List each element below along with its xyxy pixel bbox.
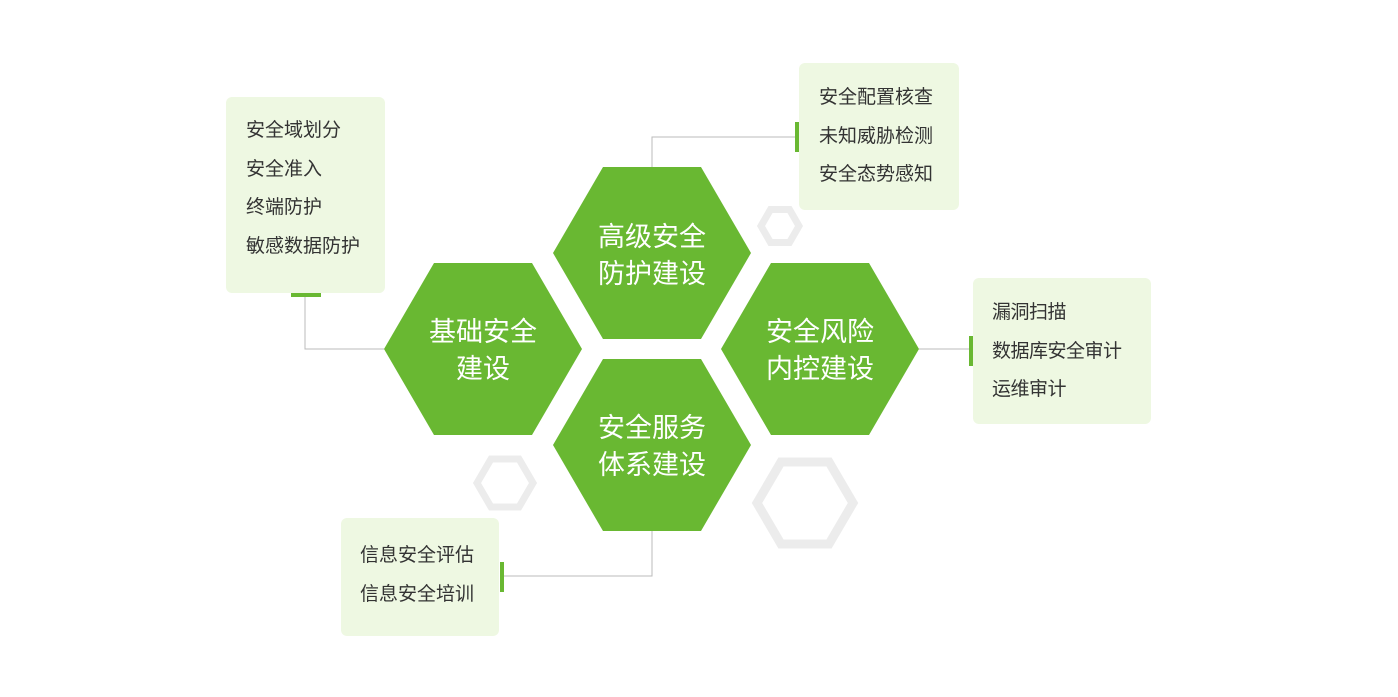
list-item: 信息安全评估	[360, 544, 475, 566]
connector-line-advanced	[651, 136, 797, 167]
hexagon-advanced-protection: 高级安全 防护建设	[553, 167, 751, 339]
hexagon-shape	[721, 263, 919, 435]
decorative-hexagon-outline	[756, 206, 804, 246]
decorative-hexagon-outline	[751, 457, 859, 549]
hexagon-risk-line1: 安全风险	[766, 317, 874, 348]
hexagon-shape	[553, 359, 751, 531]
item-list: 安全配置核查 未知威胁检测 安全态势感知	[819, 78, 959, 194]
hexagon-shape	[384, 263, 582, 435]
hexagon-advanced-line1: 高级安全	[598, 222, 706, 253]
box-advanced-protection-items: 安全配置核查 未知威胁检测 安全态势感知	[799, 63, 959, 210]
list-item: 安全配置核查	[819, 86, 934, 108]
accent-bar-base	[291, 293, 321, 297]
connector-line-base	[304, 296, 384, 350]
accent-bar-service	[500, 562, 504, 592]
hexagon-service-line1: 安全服务	[598, 413, 706, 444]
list-item: 信息安全培训	[360, 582, 475, 605]
list-item: 敏感数据防护	[246, 234, 361, 257]
hexagon-risk-control: 安全风险 内控建设	[721, 263, 919, 435]
accent-bar-advanced	[795, 122, 799, 152]
box-base-security-items: 安全域划分 安全准入 终端防护 敏感数据防护	[226, 97, 385, 293]
hexagon-advanced-line2: 防护建设	[598, 259, 706, 290]
hexagon-risk-line2: 内控建设	[766, 354, 874, 385]
hexagon-service-system: 安全服务 体系建设	[553, 359, 751, 531]
list-item: 未知威胁检测	[819, 124, 934, 147]
hexagon-base-line1: 基础安全	[429, 317, 537, 348]
hexagon-base-line2: 建设	[456, 354, 510, 385]
item-list: 漏洞扫描 数据库安全审计 运维审计	[992, 293, 1151, 409]
hexagon-shape	[553, 167, 751, 339]
item-list: 安全域划分 安全准入 终端防护 敏感数据防护	[246, 111, 385, 265]
decorative-hexagon-outline	[472, 455, 538, 511]
list-item: 安全态势感知	[819, 163, 934, 185]
accent-bar-risk	[969, 336, 973, 366]
item-list: 信息安全评估 信息安全培训	[360, 536, 499, 613]
hexagon-base-security: 基础安全 建设	[384, 263, 582, 435]
box-risk-control-items: 漏洞扫描 数据库安全审计 运维审计	[973, 278, 1151, 424]
list-item: 安全准入	[246, 157, 323, 180]
list-item: 漏洞扫描	[992, 301, 1067, 323]
list-item: 运维审计	[992, 378, 1067, 400]
list-item: 终端防护	[246, 196, 323, 218]
list-item: 数据库安全审计	[992, 339, 1122, 362]
connector-line-service	[502, 531, 653, 577]
hexagon-service-line2: 体系建设	[598, 450, 706, 481]
list-item: 安全域划分	[246, 119, 342, 141]
box-service-system-items: 信息安全评估 信息安全培训	[341, 518, 499, 636]
